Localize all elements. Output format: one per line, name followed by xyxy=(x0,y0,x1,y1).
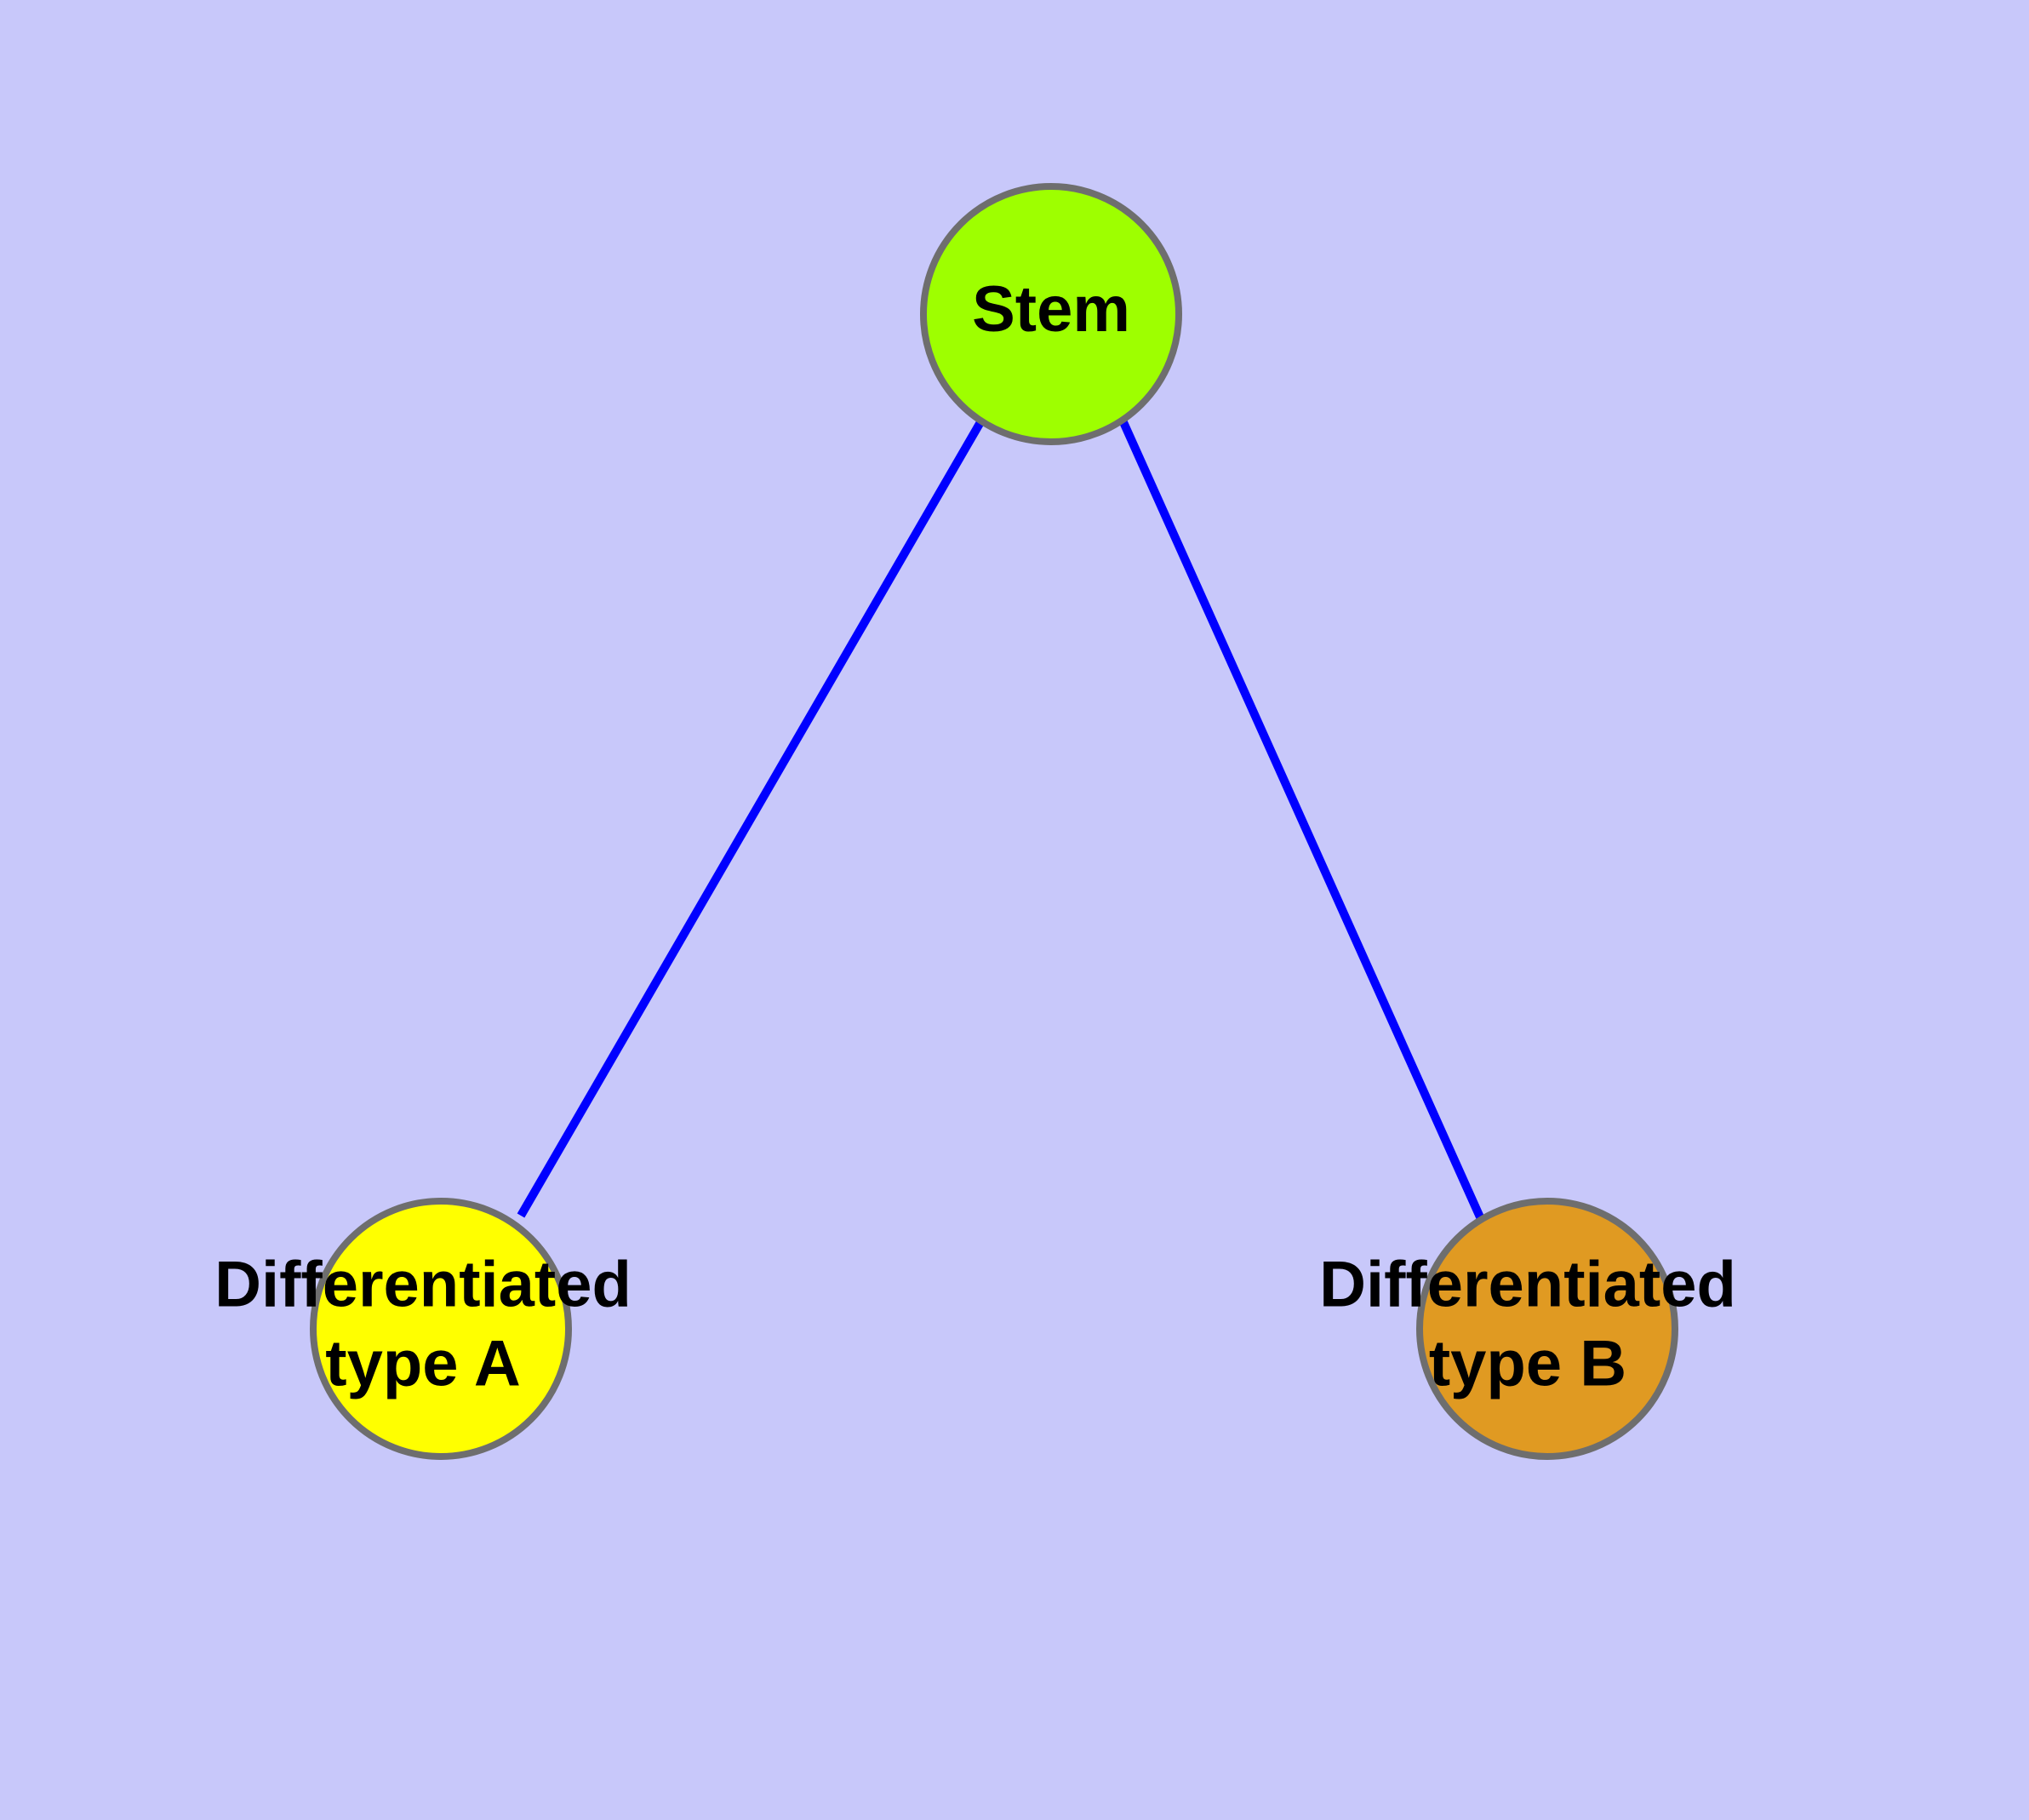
node-stem[interactable] xyxy=(920,183,1182,445)
node-label-line: type A xyxy=(325,1327,520,1399)
edge-stem-to-differentiated-type-a xyxy=(517,420,985,1218)
node-label-stem: Stem xyxy=(972,273,1130,346)
nodes-group xyxy=(310,183,1678,1460)
edge-stem-to-differentiated-type-b xyxy=(1119,420,1485,1222)
node-differentiated-type-b[interactable] xyxy=(1416,1198,1678,1460)
node-label-line: Stem xyxy=(972,273,1130,346)
node-label-line: Differentiated xyxy=(214,1249,632,1321)
edges-group xyxy=(517,420,1485,1222)
node-label-line: Differentiated xyxy=(1319,1249,1736,1321)
node-label-line: type B xyxy=(1429,1327,1626,1399)
node-differentiated-type-a[interactable] xyxy=(310,1198,572,1460)
